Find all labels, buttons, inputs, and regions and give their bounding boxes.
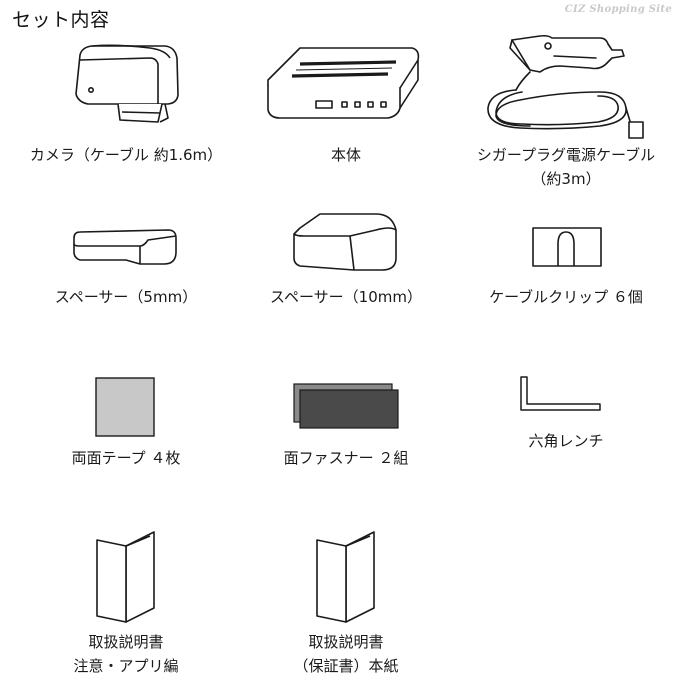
item-label: 本体	[330, 146, 361, 164]
item-label: スペーサー（10mm）	[270, 288, 422, 306]
item-label: シガープラグ電源ケーブル （約3m）	[476, 146, 656, 188]
watermark: CIZ Shopping Site	[564, 4, 672, 15]
item-label: 取扱説明書 （保証書）本紙	[293, 633, 399, 675]
item-label: スペーサー（5mm）	[54, 288, 198, 306]
page-title: セット内容	[12, 9, 110, 31]
item-label: 両面テープ ４枚	[71, 449, 181, 467]
item-label: 面ファスナー ２組	[283, 449, 409, 467]
item-label: カメラ（ケーブル 約1.6m）	[29, 146, 223, 164]
item-label: ケーブルクリップ ６個	[489, 288, 643, 306]
item-label: 六角レンチ	[528, 432, 604, 450]
item-label: 取扱説明書 注意・アプリ編	[73, 633, 179, 675]
